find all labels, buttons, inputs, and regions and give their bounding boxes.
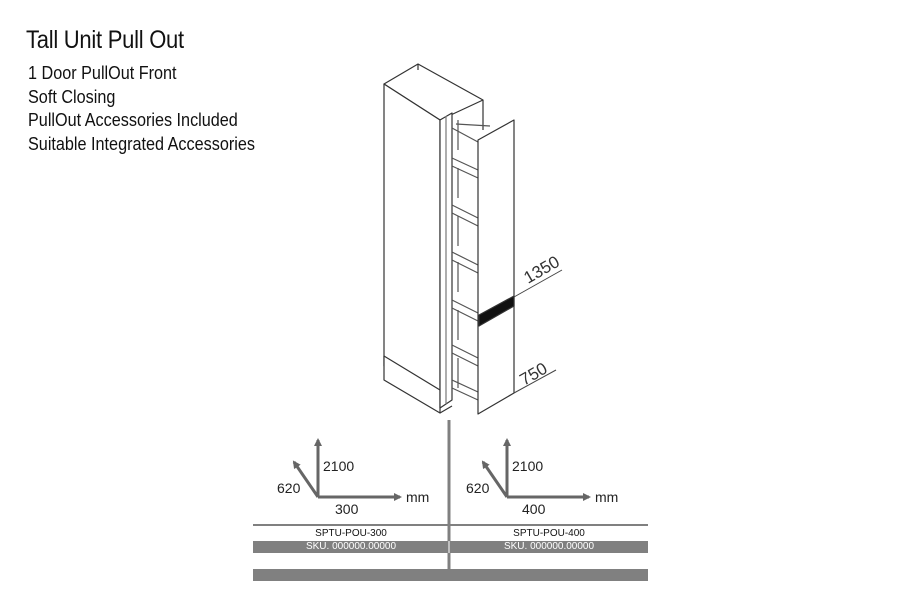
dim-lower: 750	[517, 359, 551, 390]
pullout-shelves	[451, 120, 491, 401]
feature-item: Suitable Integrated Accessories	[28, 133, 255, 154]
pullout-door	[477, 119, 515, 415]
sku-bar	[253, 541, 648, 553]
product-code: SPTU-POU-400	[513, 528, 585, 539]
dim-upper: 1350	[521, 252, 563, 287]
feature-item: Soft Closing	[28, 86, 116, 107]
footer-bar	[253, 569, 648, 581]
height-value: 2100	[512, 458, 544, 474]
width-value: 400	[522, 501, 546, 517]
dimension-arrows-400	[481, 438, 591, 501]
feature-list: 1 Door PullOut Front Soft Closing PullOu…	[28, 62, 255, 156]
door-marker-band	[478, 295, 515, 327]
feature-item: 1 Door PullOut Front	[28, 63, 177, 83]
page-title: Tall Unit Pull Out	[26, 26, 184, 54]
feature-item: PullOut Accessories Included	[28, 110, 238, 130]
sku-label: SKU. 000000.00000	[503, 541, 595, 552]
unit-label: mm	[406, 489, 430, 505]
sku-label: SKU. 000000.00000	[305, 541, 397, 552]
cabinet-side	[383, 83, 441, 399]
width-value: 300	[335, 501, 359, 517]
unit-label: mm	[595, 489, 619, 505]
depth-value: 620	[466, 480, 490, 496]
product-code: SPTU-POU-300	[315, 528, 387, 539]
height-value: 2100	[323, 458, 355, 474]
dimension-arrows-300	[292, 438, 402, 501]
depth-value: 620	[277, 480, 301, 496]
